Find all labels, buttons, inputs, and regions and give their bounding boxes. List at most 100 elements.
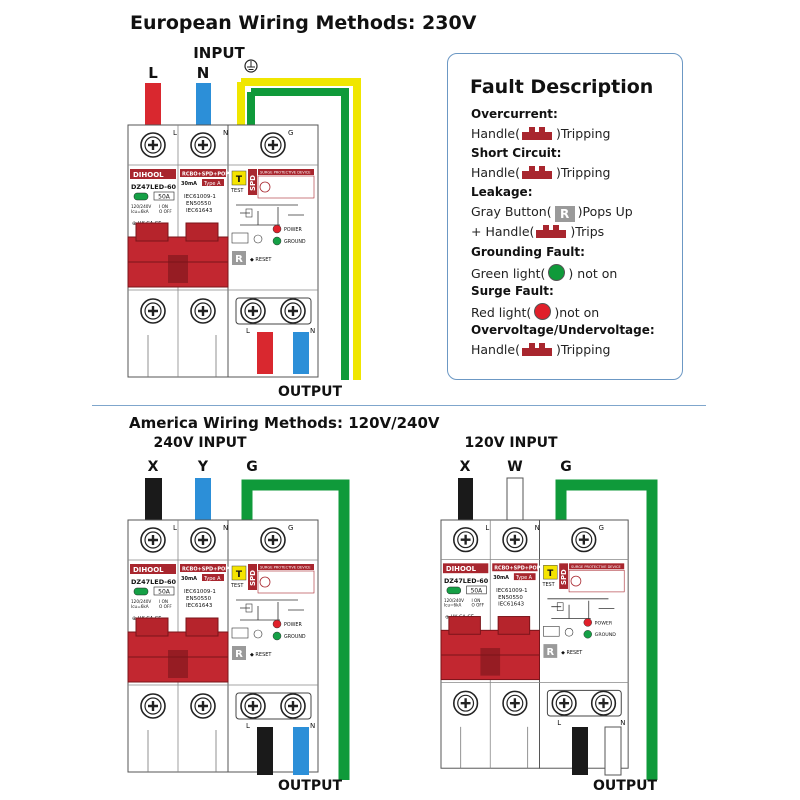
type-text: RCBO+SPD+POP (494, 566, 540, 572)
output-terminal-box (546, 689, 622, 717)
output-terminal-l: L (246, 722, 250, 730)
screw-ring (506, 694, 524, 712)
handle-lever-left (448, 616, 481, 635)
spd-spec-box (257, 570, 315, 594)
type-text: RCBO+SPD+POP (182, 172, 229, 178)
output-terminal-box (235, 297, 312, 325)
test-button (231, 565, 247, 581)
screw-cross (198, 701, 208, 711)
schematic-gear-icon (253, 629, 263, 639)
screw-ring (194, 136, 212, 154)
spd-spec-box (257, 175, 315, 199)
brand-text: DIHOOL (133, 566, 164, 574)
handle-icon (520, 126, 556, 140)
reset-button (543, 644, 558, 658)
screw-ring (144, 697, 162, 715)
std2-text: EN50550 (186, 596, 212, 602)
handle-link (168, 255, 188, 283)
ground-label: GROUND (284, 634, 306, 640)
test-label: TEST (230, 583, 244, 589)
europe-output-label: OUTPUT (278, 384, 342, 400)
wire-n-input (196, 83, 211, 125)
spd-text: SPD (249, 175, 257, 191)
overcurrent-heading: Overcurrent: (471, 107, 558, 121)
screw-ring (144, 531, 162, 549)
test-button-letter: T (547, 569, 553, 579)
output-terminal-box (235, 692, 312, 720)
handle-lever-right (185, 617, 219, 637)
overvoltage-text: Handle( )Tripping (471, 342, 611, 357)
test-button (543, 565, 558, 580)
handle-lever-left (135, 222, 169, 242)
std1-text: IEC61009-1 (184, 194, 216, 200)
spd-title-text: SURGE PROTECTIVE DEVICE (571, 565, 621, 569)
wire-label-y: Y (197, 459, 209, 475)
wire-n-output (293, 332, 309, 374)
spd-badge (248, 564, 257, 590)
on-text: I ON (159, 599, 168, 604)
rating-box (466, 585, 487, 595)
power-light-icon (583, 618, 592, 627)
wire-x-output (257, 727, 273, 775)
off-text: O OFF (159, 209, 172, 214)
power-label: POWER (284, 622, 302, 628)
spd-badge (248, 169, 257, 195)
screw-cross (148, 535, 158, 545)
spd-title-badge (258, 564, 314, 570)
handle-icon (534, 224, 570, 238)
type-text: RCBO+SPD+POP (182, 567, 229, 573)
handle-link (480, 648, 501, 676)
screw-ring (194, 697, 212, 715)
wire-w-input (506, 477, 524, 521)
ka-text: Icu=6kA (131, 209, 149, 214)
screw-cross (460, 534, 471, 545)
output-terminal-l: L (246, 327, 250, 335)
screw-cross (460, 698, 471, 709)
leakage-text-1: Gray Button(R)Pops Up (471, 204, 633, 222)
schematic-gear-icon (253, 234, 263, 244)
off-text: O OFF (472, 603, 485, 608)
output-terminal-n: N (620, 719, 625, 727)
screw-cross (288, 306, 298, 316)
screw-cross (288, 701, 298, 711)
volt-text: 120/240V (444, 598, 464, 603)
terminal-label-g: G (288, 129, 293, 137)
screw-ring (194, 531, 212, 549)
screw-ring (144, 302, 162, 320)
screw-ring (457, 694, 475, 712)
screw-cross (578, 534, 589, 545)
output-terminal-l: L (557, 719, 561, 727)
output-terminal-n: N (310, 327, 315, 335)
test-button (231, 170, 247, 186)
ka-text: Icu=6kA (131, 604, 149, 609)
screw-ring (194, 302, 212, 320)
std1-text: IEC61009-1 (184, 589, 216, 595)
screw-ring (264, 531, 282, 549)
screw-cross (598, 698, 609, 709)
reset-label: ◆ RESET (561, 650, 583, 656)
america120-input-label: 120V INPUT (464, 435, 557, 451)
screw-cross (268, 140, 278, 150)
handle-lever-right (185, 222, 219, 242)
handle-icon (520, 165, 556, 179)
screw-cross (268, 535, 278, 545)
handle-icon (520, 342, 556, 356)
volt-text: 120/240V (131, 599, 151, 604)
brand-text: DIHOOL (446, 565, 477, 573)
wire-label-x: X (148, 459, 159, 475)
schematic-gear-icon (564, 628, 574, 637)
wire-label-l: L (148, 64, 158, 82)
std3-text: IEC61643 (498, 602, 524, 608)
grounding-heading: Grounding Fault: (471, 245, 585, 259)
terminal-label-l: L (173, 524, 177, 532)
reset-button-letter: R (547, 647, 555, 658)
reset-button-icon: R (554, 206, 575, 222)
screw-cross (509, 534, 520, 545)
type-badge (492, 563, 538, 572)
ground-light-icon (272, 236, 282, 246)
spd-title-badge (569, 563, 625, 570)
schematic-box (245, 208, 253, 218)
spd-warning-icon (259, 181, 271, 193)
handle-lever-left (135, 617, 169, 637)
